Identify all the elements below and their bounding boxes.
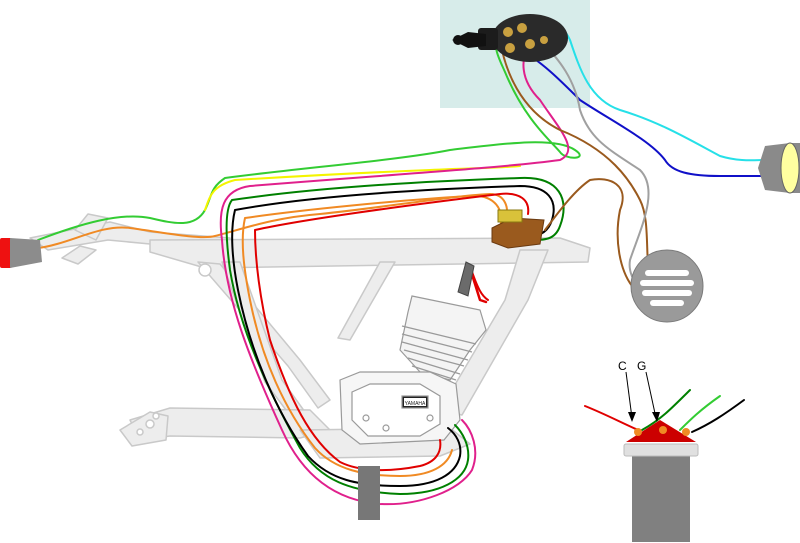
label-g: G: [637, 359, 646, 373]
wire-blue: [519, 49, 766, 177]
label-c: C: [618, 359, 627, 373]
arrow-head-g: [652, 412, 660, 422]
headlight-icon: [758, 142, 800, 194]
wire-orange-engine: [241, 194, 503, 477]
engine-icon: YAMAHA: [339, 295, 487, 445]
frame-icon: [29, 213, 591, 459]
connector-block: [358, 466, 380, 520]
wire-brown: [499, 39, 651, 291]
wire-red: [254, 192, 639, 472]
wire-red-coil: [468, 266, 488, 304]
wire-orange-taillight: [37, 193, 508, 249]
wire-dark-green: [225, 176, 691, 495]
svg-text:YAMAHA: YAMAHA: [405, 401, 426, 407]
regulator-icon: [491, 209, 545, 249]
arrow-head-c: [628, 412, 636, 422]
horn-icon: [630, 249, 704, 323]
connector-arrows: [625, 371, 657, 419]
spark-plug-cap-icon: [457, 261, 475, 297]
wire-gray: [539, 39, 650, 289]
wire-green-coil: [679, 395, 721, 431]
wire-black: [231, 185, 555, 487]
ignition-coil-icon: [623, 420, 699, 542]
taillight-icon: [0, 238, 42, 268]
wire-green-taillight: [37, 37, 581, 241]
wire-magenta: [219, 37, 570, 506]
wire-black-coil: [691, 399, 745, 433]
ignition-switch-icon: [452, 14, 568, 62]
